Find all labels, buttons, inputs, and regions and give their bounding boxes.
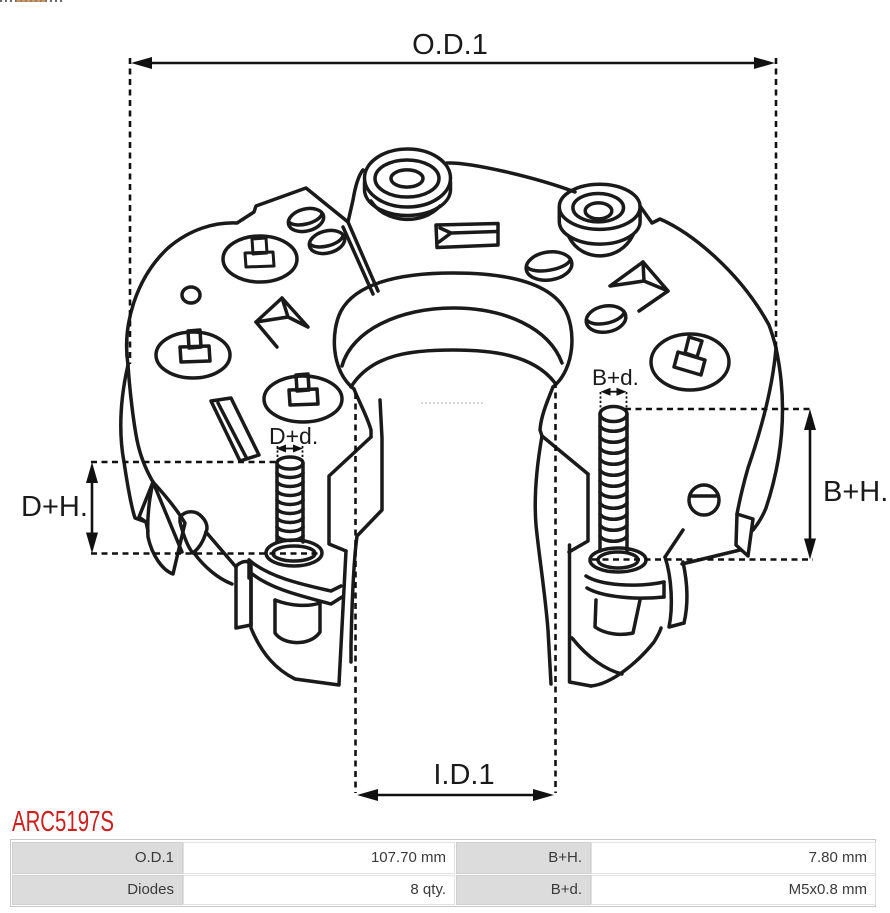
svg-text:D+H.: D+H. (21, 491, 88, 523)
svg-text:O.D.1: O.D.1 (412, 29, 488, 61)
svg-text:I.D.1: I.D.1 (433, 759, 494, 791)
svg-text:D+d.: D+d. (269, 423, 318, 449)
svg-text:B+H.: B+H. (823, 476, 888, 508)
svg-text:B+d.: B+d. (592, 365, 639, 390)
